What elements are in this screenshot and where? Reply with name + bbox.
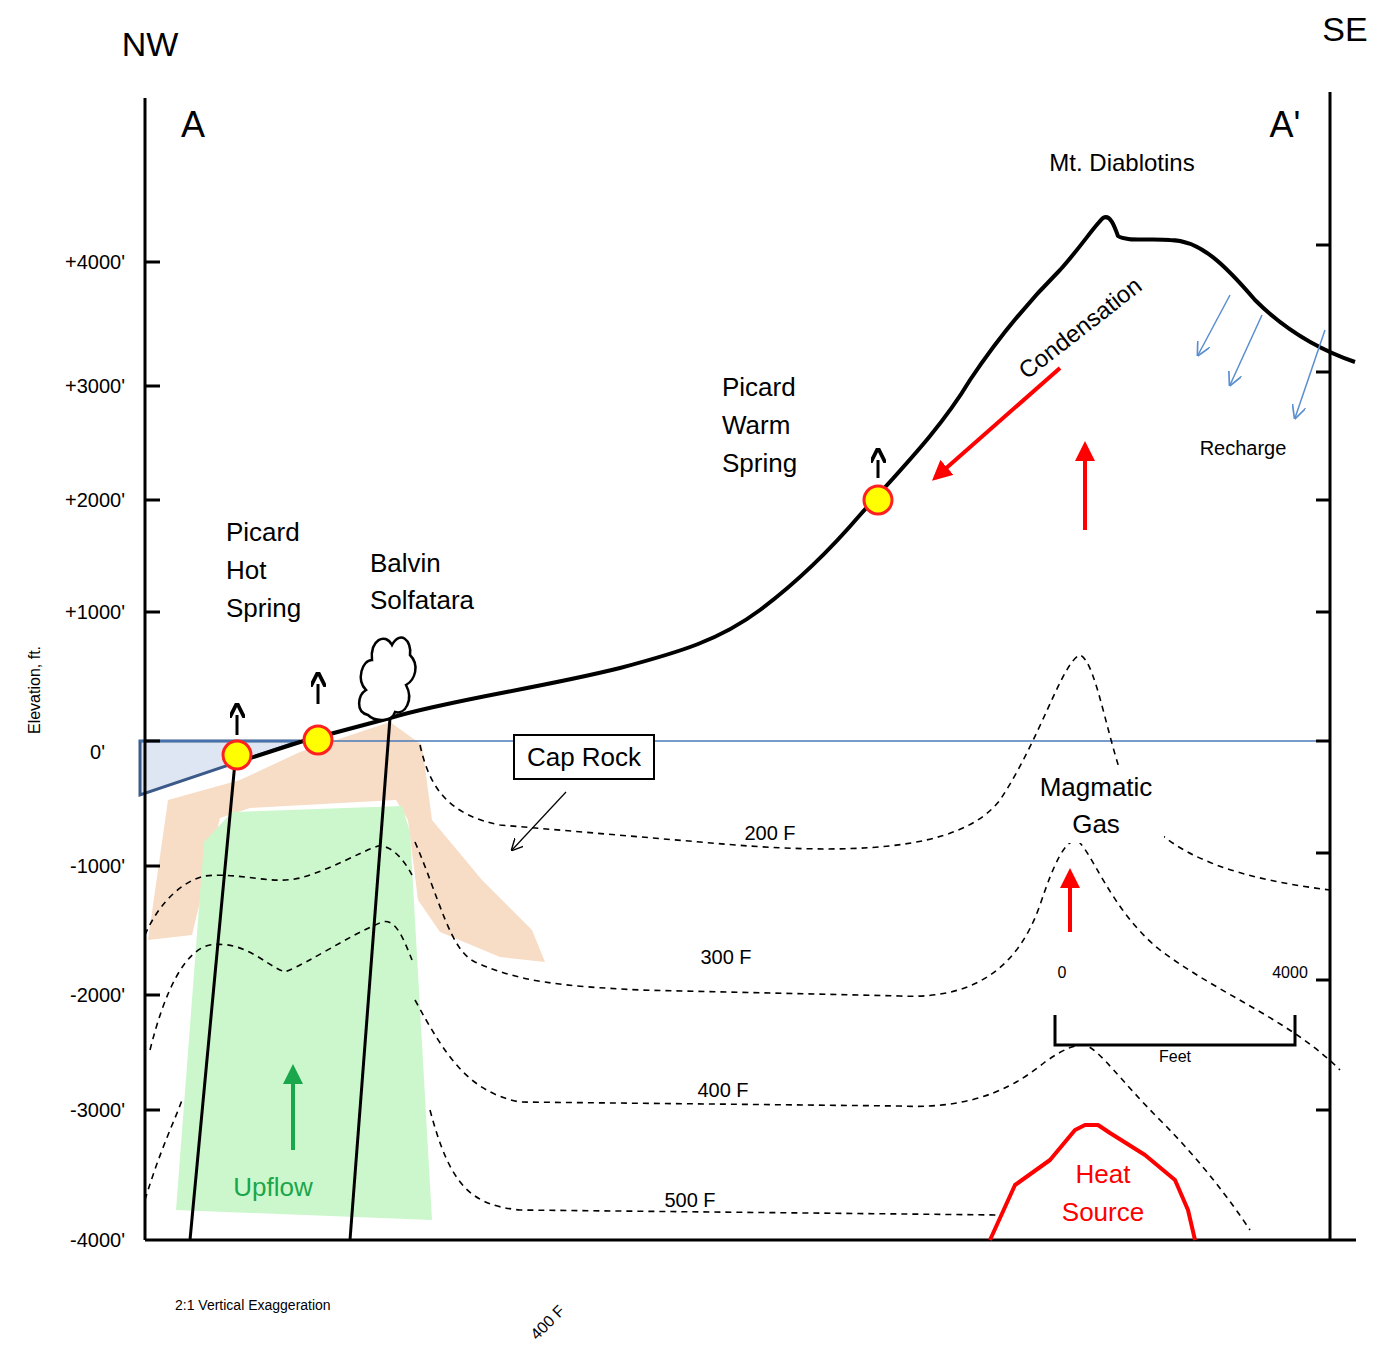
isotherm xyxy=(420,655,1330,890)
elevation-tick: +3000' xyxy=(65,375,125,398)
frame xyxy=(145,92,1356,1240)
direction-label: SE xyxy=(1322,10,1367,49)
discharge-arrow xyxy=(877,460,880,478)
elevation-tick: -2000' xyxy=(70,984,125,1007)
process-label: Magmatic Gas xyxy=(1028,769,1164,843)
recharge-arrow xyxy=(1230,315,1262,385)
elevation-tick: -4000' xyxy=(70,1229,125,1252)
heat-source-shape: Heat Source xyxy=(985,1115,1200,1243)
peak-name: Mt. Diablotins xyxy=(1049,149,1194,177)
elevation-tick: 0' xyxy=(90,741,105,764)
section-end-label: A' xyxy=(1270,104,1301,145)
topography xyxy=(232,217,1355,764)
heat-source-label: Heat Source xyxy=(1043,1155,1163,1231)
scale-value: 0 xyxy=(1058,964,1067,982)
upflow-arrow xyxy=(291,1068,295,1150)
spring-name: Picard Warm Spring xyxy=(722,368,830,482)
isotherms xyxy=(145,655,1340,1230)
spring-marker xyxy=(304,726,332,754)
right-axis xyxy=(1329,92,1332,1240)
upflow-arrow xyxy=(1083,445,1087,530)
zone-label: Upflow xyxy=(233,1173,312,1203)
stray-label: 400 F xyxy=(527,1302,569,1344)
left-axis xyxy=(144,98,147,1240)
axis-ticks xyxy=(145,245,1330,1110)
isotherm xyxy=(430,1110,1000,1215)
scale-unit: Feet xyxy=(1159,1048,1191,1066)
discharge-arrow xyxy=(317,684,320,704)
condensation-arrow xyxy=(935,368,1060,478)
magmatic-gas-arrow xyxy=(1068,872,1072,932)
elevation-tick: -3000' xyxy=(70,1099,125,1122)
isotherm xyxy=(415,840,1340,1070)
process-label: Recharge xyxy=(1200,437,1287,460)
elevation-tick: +1000' xyxy=(65,601,125,624)
isotherm-label: 500 F xyxy=(664,1189,715,1212)
fault xyxy=(350,718,390,1240)
box-label: Cap Rock xyxy=(527,738,641,776)
elevation-tick: +2000' xyxy=(65,489,125,512)
elevation-tick: +4000' xyxy=(65,251,125,274)
elevation-tick: -1000' xyxy=(70,855,125,878)
steam-cloud xyxy=(359,638,415,720)
isotherm xyxy=(145,1100,182,1200)
exaggeration-note: 2:1 Vertical Exaggeration xyxy=(175,1297,331,1313)
isotherm-label: 300 F xyxy=(700,946,751,969)
label-box: Cap Rock xyxy=(513,734,655,780)
warm-spring-marker xyxy=(864,486,892,514)
recharge-arrow xyxy=(1295,330,1325,418)
upflow-zone xyxy=(176,806,432,1220)
scale-value: 4000 xyxy=(1272,964,1308,982)
fault xyxy=(190,762,235,1240)
leader-line xyxy=(512,792,566,850)
heat-source-outline-path xyxy=(990,1125,1195,1240)
isotherm-label: 400 F xyxy=(697,1079,748,1102)
discharge-arrow xyxy=(236,715,239,735)
isotherm-label: 200 F xyxy=(744,822,795,845)
section-end-label: A xyxy=(181,104,205,145)
recharge-arrow xyxy=(1198,295,1230,355)
hot-spring-marker xyxy=(223,741,251,769)
scale-bar xyxy=(1055,1015,1295,1045)
spring-name: Picard Hot Spring xyxy=(226,513,334,627)
solfatara-name: Balvin Solfatara xyxy=(370,545,495,619)
bottom-axis xyxy=(145,1239,1356,1242)
axis-title: Elevation, ft. xyxy=(26,646,44,734)
isotherm xyxy=(415,1000,1250,1230)
process-label: Condensation xyxy=(1013,272,1147,385)
direction-label: NW xyxy=(122,25,179,64)
isotherm xyxy=(145,846,412,935)
